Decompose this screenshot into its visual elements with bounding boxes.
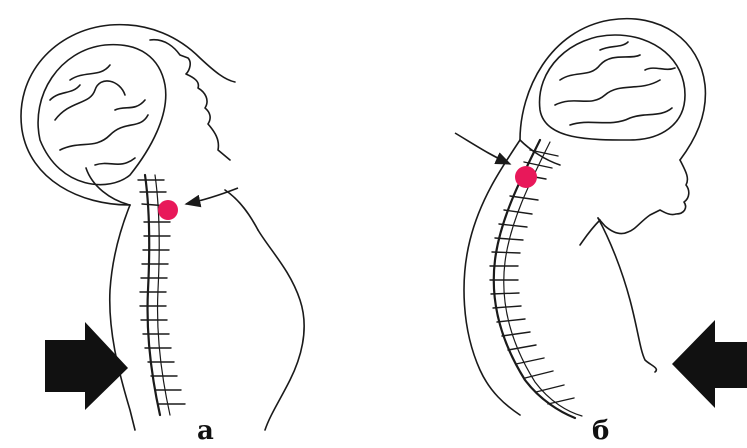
panel-b-injury-marker: [515, 166, 537, 188]
panel-b-vertebrae: [490, 150, 574, 404]
panel-a-pointer-arrow: [186, 188, 238, 204]
panel-b-pointer-arrow: [455, 133, 510, 164]
panel-b-brain: [540, 35, 685, 140]
panel-b-figure: [464, 19, 705, 418]
panel-b-label: б: [592, 418, 609, 444]
panel-a-face: [150, 40, 230, 160]
panel-a-torso: [258, 230, 304, 430]
panel-a-impact-arrow: [45, 322, 128, 410]
panel-b-skull: [520, 19, 705, 160]
panel-b-impact-arrow: [672, 320, 747, 408]
panel-b-torso: [598, 218, 656, 372]
panel-a-label: а: [197, 418, 214, 444]
panel-a-skull: [21, 25, 235, 205]
panel-b-face: [598, 160, 689, 234]
panel-a-injury-marker: [158, 200, 178, 220]
